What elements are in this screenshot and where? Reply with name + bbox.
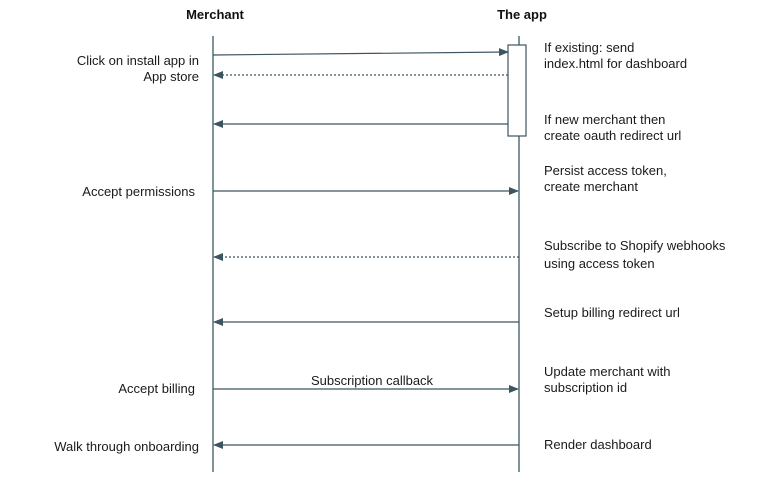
note-existing-line-2: index.html for dashboard: [544, 56, 687, 71]
note-walk-through-onboarding: Walk through onboarding: [54, 439, 199, 454]
note-render-dashboard: Render dashboard: [544, 437, 652, 452]
note-accept-permissions: Accept permissions: [82, 184, 195, 199]
participant-merchant-title: Merchant: [186, 7, 244, 22]
app-activation-bar: [507, 44, 527, 137]
note-existing-line-1: If existing: send: [544, 40, 634, 55]
note-webhooks-line-1: Subscribe to Shopify webhooks: [544, 238, 726, 253]
note-persist-line-2: create merchant: [544, 179, 638, 194]
note-update-line-1: Update merchant with: [544, 364, 670, 379]
participant-app-title: The app: [497, 7, 547, 22]
note-persist-line-1: Persist access token,: [544, 163, 667, 178]
message-label-subscription-callback: Subscription callback: [311, 373, 434, 388]
message-install-request: [212, 48, 509, 57]
note-install-line-2: App store: [143, 69, 199, 84]
note-accept-billing: Accept billing: [118, 381, 195, 396]
note-new-merchant-line-2: create oauth redirect url: [544, 128, 681, 143]
note-update-line-2: subscription id: [544, 380, 627, 395]
note-billing-redirect-url: Setup billing redirect url: [544, 305, 680, 320]
note-new-merchant-line-1: If new merchant then: [544, 112, 665, 127]
note-webhooks-line-2: using access token: [544, 256, 655, 271]
note-install-line-1: Click on install app in: [77, 53, 199, 68]
